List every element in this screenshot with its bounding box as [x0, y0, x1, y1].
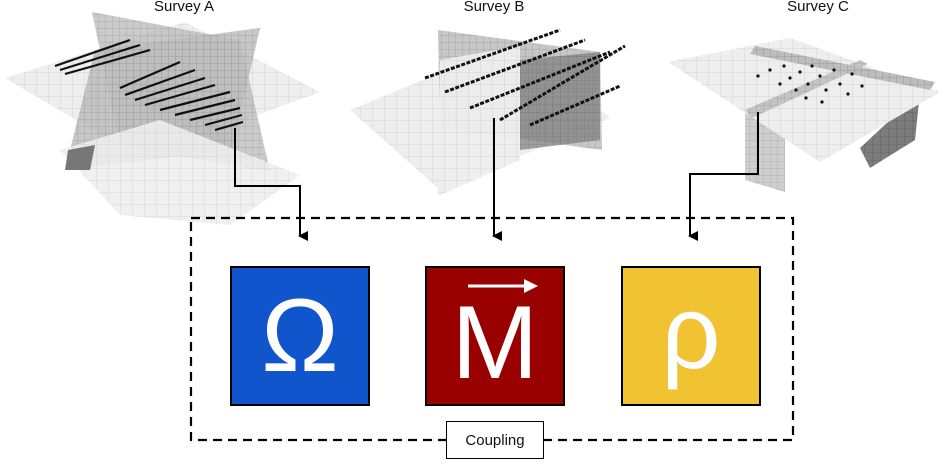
density-symbol: ρ — [661, 275, 721, 391]
survey-c-station-points — [756, 64, 864, 104]
omega-symbol: Ω — [261, 278, 339, 394]
survey-a-arrow — [234, 128, 308, 241]
survey-b-dark-face — [520, 52, 600, 150]
survey-b-title: Survey B — [463, 0, 525, 15]
survey-c-top-plane — [668, 38, 940, 162]
survey-b-profile-lines — [424, 28, 626, 127]
survey-a-data-traces — [54, 38, 244, 132]
magnetization-symbol: M — [451, 285, 539, 401]
vector-arrow-head-icon — [524, 279, 538, 293]
density-box: ρ — [621, 266, 761, 406]
survey-c-block — [668, 38, 940, 241]
survey-a-bottom-plane — [60, 120, 300, 225]
survey-a-title: Survey A — [153, 0, 215, 15]
survey-a-block — [5, 12, 320, 241]
omega-box: Ω — [230, 266, 370, 406]
survey-c-section-2 — [745, 60, 868, 118]
survey-c-arrow — [688, 112, 759, 241]
survey-a-dark-face — [65, 145, 95, 170]
survey-b-cross-section — [438, 46, 520, 196]
survey-c-title: Survey C — [787, 0, 849, 15]
survey-b-block — [350, 28, 626, 241]
coupling-label: Coupling — [446, 421, 544, 459]
magnetization-box: M — [425, 266, 565, 406]
magnetization-vector-overlay — [468, 279, 538, 293]
